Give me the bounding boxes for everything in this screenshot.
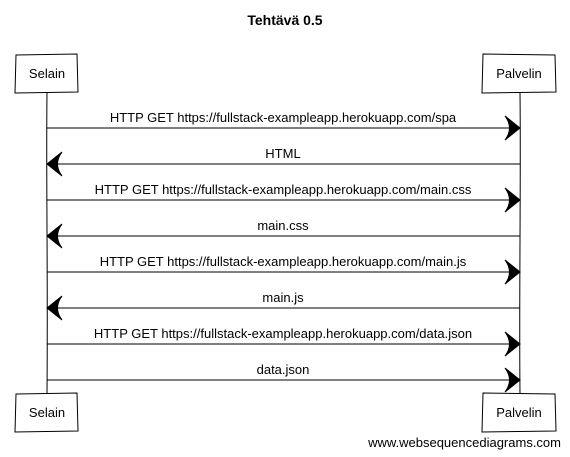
message-arrow-line (46, 127, 521, 129)
message-arrowhead (504, 367, 521, 393)
message-label: data.json (257, 362, 310, 377)
message-arrow-line (46, 307, 521, 309)
message-3: HTTP GET https://fullstack-exampleapp.he… (46, 182, 521, 213)
diagram-title: Tehtävä 0.5 (247, 12, 322, 28)
message-label: HTTP GET https://fullstack-exampleapp.he… (100, 254, 467, 269)
message-arrowhead (46, 151, 63, 177)
message-label: HTTP GET https://fullstack-exampleapp.he… (95, 182, 472, 197)
message-arrowhead (504, 115, 521, 141)
message-arrowhead (46, 295, 63, 321)
participant-palvelin-top-label: Palvelin (496, 66, 542, 81)
messages: HTTP GET https://fullstack-exampleapp.he… (46, 110, 521, 393)
message-5: HTTP GET https://fullstack-exampleapp.he… (46, 254, 521, 285)
message-8: data.json (46, 362, 521, 393)
participant-palvelin-top: Palvelin (481, 53, 557, 94)
footer-watermark: www.websequencediagrams.com (367, 435, 561, 450)
message-1: HTTP GET https://fullstack-exampleapp.he… (46, 110, 521, 141)
message-arrowhead (504, 331, 521, 357)
message-arrow-line (46, 163, 521, 165)
participant-selain-top: Selain (14, 53, 79, 94)
message-arrow-line (46, 343, 521, 345)
message-6: main.js (46, 290, 521, 321)
message-label: main.js (262, 290, 304, 305)
message-arrow-line (46, 199, 521, 201)
message-arrowhead (504, 259, 521, 285)
participant-palvelin-bottom: Palvelin (481, 392, 557, 433)
message-arrowhead (46, 223, 63, 249)
lifeline-selain (46, 91, 48, 395)
message-7: HTTP GET https://fullstack-exampleapp.he… (46, 326, 521, 357)
message-label: HTML (265, 146, 300, 161)
message-arrow-line (46, 379, 521, 381)
lifeline-palvelin (519, 91, 521, 395)
lifelines (46, 91, 521, 395)
participant-selain-top-label: Selain (29, 66, 65, 81)
message-arrow-line (46, 235, 521, 237)
message-label: HTTP GET https://fullstack-exampleapp.he… (110, 110, 457, 125)
message-label: main.css (257, 218, 309, 233)
message-4: main.css (46, 218, 521, 249)
message-2: HTML (46, 146, 521, 177)
message-arrow-line (46, 271, 521, 273)
message-arrowhead (504, 187, 521, 213)
participant-selain-bottom: Selain (14, 392, 79, 433)
participant-palvelin-bottom-label: Palvelin (496, 405, 542, 420)
participant-selain-bottom-label: Selain (29, 405, 65, 420)
message-label: HTTP GET https://fullstack-exampleapp.he… (94, 326, 472, 341)
